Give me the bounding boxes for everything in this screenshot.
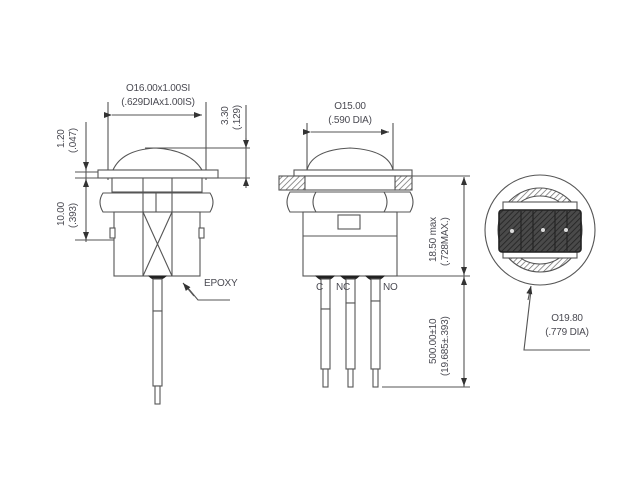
bottom-dia-dim-in: (.779 DIA)	[545, 327, 589, 338]
side-thread-dim-in: (.393)	[68, 203, 79, 228]
bottom-view	[484, 174, 596, 351]
side-top-dim-in: (.629DIAx1.00IS)	[121, 97, 195, 108]
terminal-c-label: C	[316, 282, 324, 293]
side-thread-dim-mm: 10.00	[56, 201, 67, 226]
front-lead-dim-in: (19.685±.393)	[440, 316, 451, 376]
front-body-dim-mm: 18.50 max	[428, 217, 439, 262]
side-top-dim-mm: O16.00x1.00SI	[125, 83, 191, 94]
terminal-no-label: NO	[383, 282, 398, 293]
terminal-nc-label: NC	[336, 282, 351, 293]
side-cap-dim-in: (.129)	[232, 105, 243, 130]
bottom-dia-dim-mm: O19.80	[551, 313, 583, 324]
front-body-dim-in: (.728MAX.)	[440, 217, 451, 266]
front-lead-dim-mm: 500.00±10	[428, 318, 439, 364]
front-view	[278, 123, 470, 388]
front-top-dim-in: (.590 DIA)	[328, 115, 372, 126]
side-flange-dim-in: (.047)	[68, 128, 79, 153]
side-view	[75, 102, 250, 405]
side-cap-dim-mm: 3.30	[220, 106, 231, 125]
front-top-dim-mm: O15.00	[334, 101, 366, 112]
side-flange-dim-mm: 1.20	[56, 129, 67, 148]
epoxy-callout: EPOXY	[204, 278, 238, 289]
